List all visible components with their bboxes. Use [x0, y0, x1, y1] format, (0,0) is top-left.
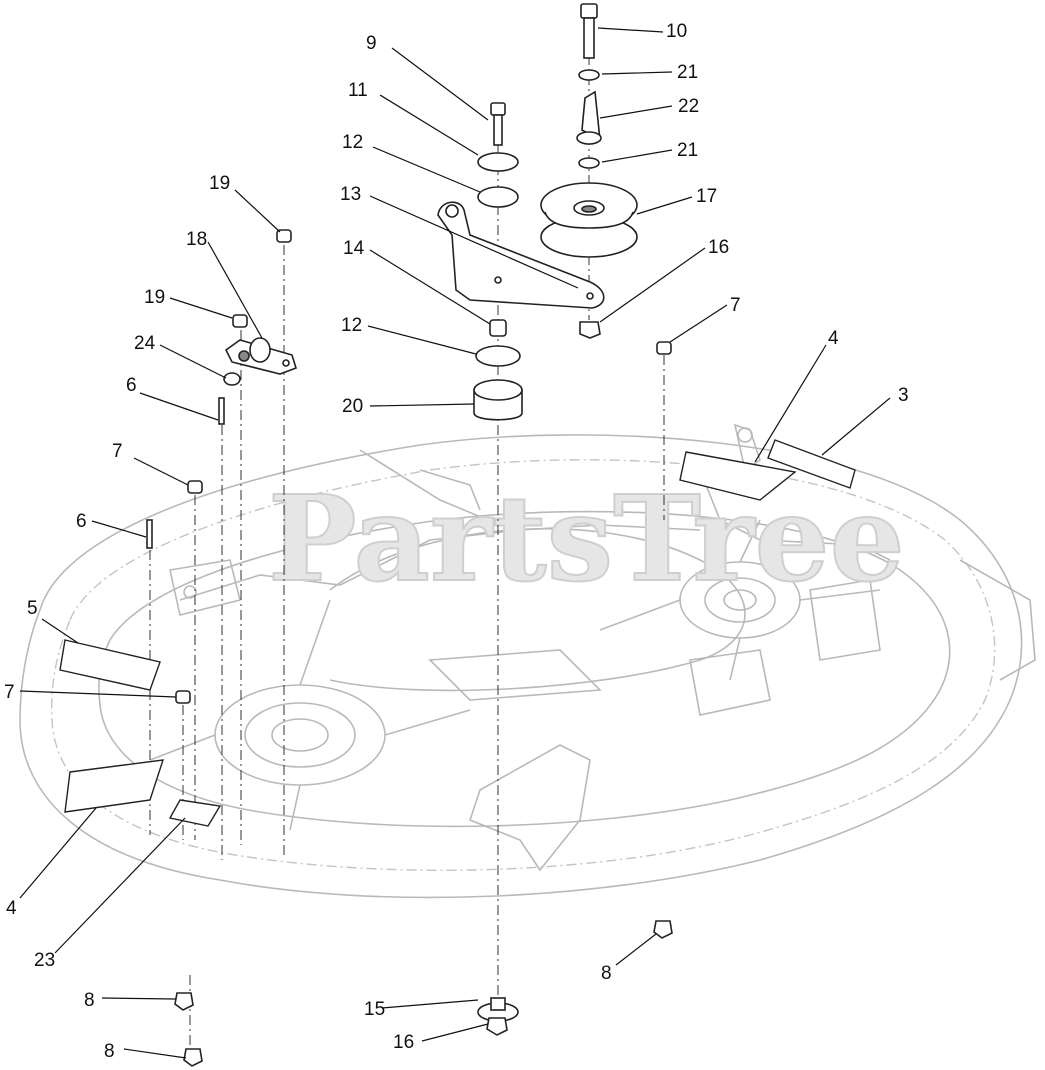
- bolt-part-9: [490, 102, 506, 146]
- idler-pulley-part-17: [540, 182, 638, 258]
- decal-part-4-lower: [64, 759, 165, 813]
- washer-part-21-top: [578, 69, 600, 81]
- callout-18: 18: [186, 229, 207, 250]
- washer-part-12-upper: [477, 186, 519, 208]
- decal-part-3: [767, 439, 856, 489]
- callout-16-upper: 16: [708, 237, 729, 258]
- bolt-part-7-right: [656, 341, 672, 355]
- cam-spacer-part-22: [576, 90, 602, 145]
- nut-part-8-left-upper: [174, 992, 194, 1011]
- callout-12-upper: 12: [342, 132, 363, 153]
- bolt-part-10: [580, 3, 598, 59]
- callout-23: 23: [34, 950, 55, 971]
- decal-part-4-upper: [679, 451, 797, 501]
- callout-12-lower: 12: [341, 315, 362, 336]
- nut-part-16-upper: [579, 321, 601, 339]
- callout-16-lower: 16: [393, 1032, 414, 1053]
- bushing-part-14: [489, 319, 507, 337]
- callout-24: 24: [134, 333, 156, 354]
- spacer-part-20: [473, 379, 523, 421]
- bolt-part-19-right: [276, 229, 292, 243]
- callout-7-left-upper: 7: [112, 441, 123, 462]
- callout-13: 13: [340, 184, 361, 205]
- callout-3: 3: [898, 385, 909, 406]
- bolt-part-7-left-upper: [187, 480, 203, 494]
- washer-part-24: [223, 372, 241, 386]
- pin-part-6-lower: [146, 519, 153, 549]
- pin-part-6-upper: [218, 397, 225, 425]
- callout-8-left-lower: 8: [104, 1041, 115, 1062]
- nut-part-8-right: [653, 920, 673, 939]
- callout-19-left: 19: [144, 287, 165, 308]
- bolt-part-7-left-lower: [175, 690, 191, 704]
- decal-part-5: [59, 639, 161, 691]
- callout-6-lower: 6: [76, 511, 87, 532]
- callout-21-upper: 21: [677, 62, 698, 83]
- callout-21-lower: 21: [677, 140, 698, 161]
- watermark: PartsTree: [268, 469, 905, 608]
- callout-22: 22: [678, 96, 699, 117]
- washer-part-12-lower: [475, 345, 521, 367]
- callout-6-upper: 6: [126, 375, 137, 396]
- callout-9: 9: [366, 33, 377, 54]
- callout-14: 14: [343, 238, 365, 259]
- washer-part-21-lower: [578, 157, 600, 169]
- callout-20: 20: [342, 396, 363, 417]
- callout-4-lower: 4: [6, 898, 17, 919]
- callout-7-left-lower: 7: [4, 682, 15, 703]
- bolt-part-19-left: [232, 314, 248, 328]
- nut-part-16-lower: [486, 1017, 508, 1036]
- callout-11: 11: [348, 80, 368, 101]
- callout-4-upper: 4: [828, 328, 839, 349]
- callout-15: 15: [364, 999, 385, 1020]
- nut-part-8-left-lower: [183, 1048, 203, 1067]
- callout-10: 10: [666, 21, 687, 42]
- callout-19-right: 19: [209, 173, 230, 194]
- callout-7-right: 7: [730, 295, 741, 316]
- callout-5: 5: [27, 598, 38, 619]
- callout-labels: 9 10 21 22 11 21 12 17 13 16 14 19 18 19…: [4, 21, 909, 1062]
- washer-part-11: [477, 152, 519, 172]
- leader-lines: [19, 27, 891, 1059]
- decal-part-23: [168, 799, 222, 827]
- callout-8-right: 8: [601, 963, 612, 984]
- adjuster-part-18: [224, 337, 297, 375]
- callout-17: 17: [696, 186, 717, 207]
- callout-8-left-upper: 8: [84, 990, 95, 1011]
